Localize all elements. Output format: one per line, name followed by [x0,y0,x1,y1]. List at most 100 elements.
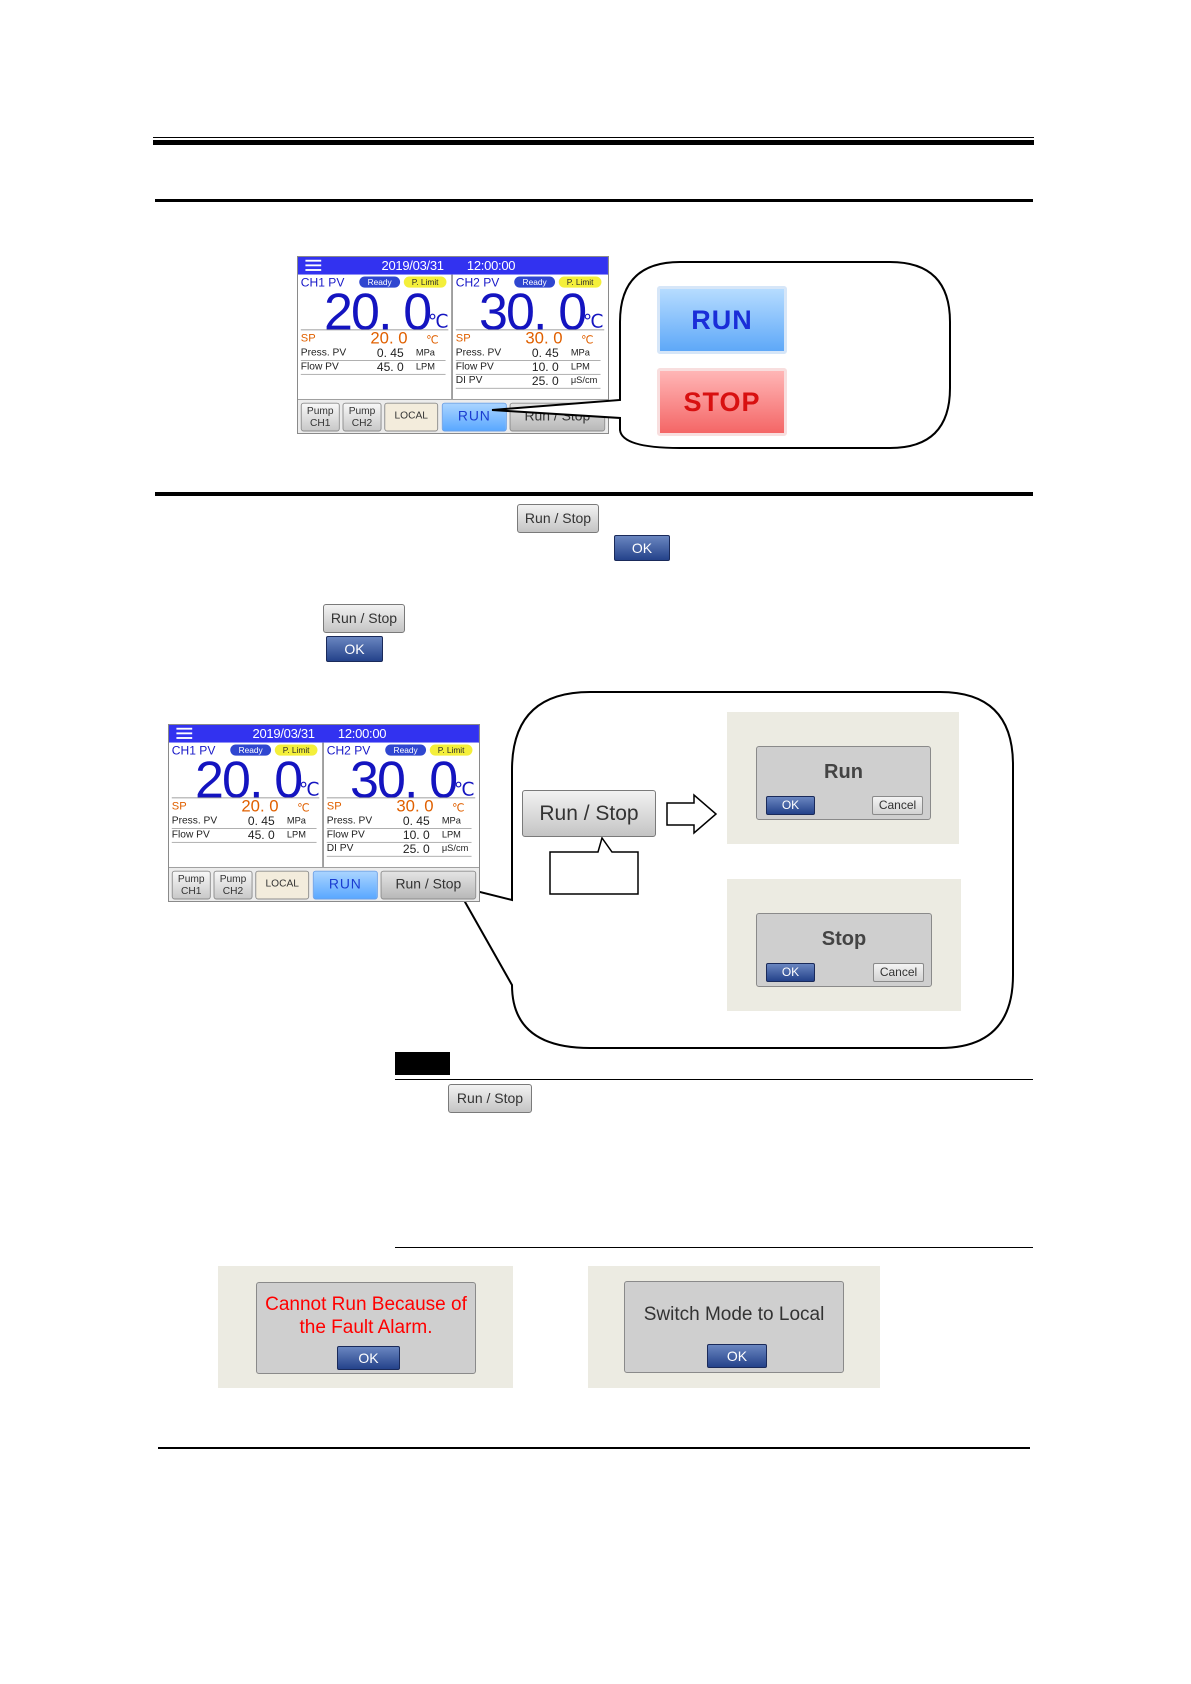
pump-ch2-button[interactable]: Pump CH2 [213,870,253,900]
ch1-panel: CH1 PV Ready P. Limit 20. 0 ℃ SP 20. 0 ℃… [169,742,324,867]
menu-icon[interactable] [305,259,322,272]
stop-dialog-backdrop: Stop OK Cancel [727,879,961,1011]
ch1-ready-badge: Ready [230,744,272,756]
run-stop-large-button[interactable]: Run / Stop [522,790,656,837]
ch2-row-press: Press. PV 0. 45 MPa [455,346,601,361]
ch1-row-press: Press. PV 0. 45 MPa [300,346,446,361]
run-stop-button-inline-2[interactable]: Run / Stop [323,604,405,633]
ch2-label: CH2 PV [326,743,371,758]
row-value: 0. 45 [247,814,275,829]
run-stop-button[interactable]: Run / Stop [380,870,477,900]
row-key: Flow PV [326,828,365,841]
ch2-row-di: DI PV 25. 0 μS/cm [326,841,472,857]
pump-ch1-button[interactable]: Pump CH1 [300,402,340,432]
ch1-divider [171,797,320,799]
row-unit: MPa [441,815,461,827]
row-value: 25. 0 [531,373,559,388]
fault-line-2: the Fault Alarm. [299,1317,433,1338]
ch1-limit-badge: P. Limit [274,744,318,756]
speech-tag [549,836,639,895]
ch1-label: CH1 PV [300,275,345,290]
ch1-row-press: Press. PV 0. 45 MPa [171,814,317,829]
ch1-sp-unit: ℃ [297,801,310,815]
pump-ch2-button[interactable]: Pump CH2 [342,402,382,432]
section-rule-2 [155,492,1033,496]
row-value: 0. 45 [376,346,404,361]
run-button[interactable]: RUN [441,402,507,432]
note-rule-top [395,1079,1033,1080]
fault-dialog: Cannot Run Because of the Fault Alarm. O… [256,1282,476,1374]
stop-dialog-cancel-button[interactable]: Cancel [873,963,924,982]
ch1-label: CH1 PV [171,743,216,758]
run-stop-button-inline-1[interactable]: Run / Stop [517,504,599,533]
row-unit: MPa [415,347,435,359]
fault-line-1: Cannot Run Because of [265,1294,467,1315]
softkey-line: Pump [348,405,376,417]
ch2-sp-label: SP [326,799,342,813]
ch1-pv-unit: ℃ [427,311,449,333]
softkey-line: CH1 [181,885,202,897]
ch2-row-di: DI PV 25. 0 μS/cm [455,373,601,389]
screen-time: 12:00:00 [466,257,516,273]
row-key: Press. PV [300,347,347,359]
row-value: 25. 0 [402,841,430,856]
row-unit: LPM [415,361,435,373]
run-dialog-backdrop: Run OK Cancel [727,712,959,844]
row-key: Flow PV [300,360,339,373]
ch2-sp-value: 30. 0 [525,328,563,348]
menu-icon[interactable] [176,727,193,740]
ch2-panel: CH2 PV Ready P. Limit 30. 0 ℃ SP 30. 0 ℃… [452,274,608,399]
run-dialog: Run OK Cancel [756,746,931,820]
ch2-pv-unit: ℃ [453,779,475,801]
ch1-panel: CH1 PV Ready P. Limit 20. 0 ℃ SP 20. 0 ℃… [298,274,453,399]
screen-date: 2019/03/31 [252,725,316,741]
row-unit: LPM [570,361,590,373]
ch1-row-flow: Flow PV 45. 0 LPM [300,360,446,375]
run-dialog-ok-button[interactable]: OK [766,796,815,815]
stop-dialog-ok-button[interactable]: OK [766,963,815,982]
ch2-limit-badge: P. Limit [558,276,602,288]
row-key: Press. PV [171,815,218,827]
ch2-sp-unit: ℃ [452,801,465,815]
ch2-limit-badge: P. Limit [429,744,473,756]
ch2-sp-unit: ℃ [581,333,594,347]
ch1-ready-badge: Ready [359,276,401,288]
ch2-row-press: Press. PV 0. 45 MPa [326,814,472,829]
row-value: 10. 0 [531,360,559,374]
ch2-divider [455,329,605,331]
row-value: 0. 45 [531,346,559,361]
stop-large-button[interactable]: STOP [657,368,787,436]
header-rule-thick [153,140,1034,145]
ok-button-inline-1[interactable]: OK [614,535,670,561]
fault-dialog-ok-button[interactable]: OK [337,1346,400,1370]
header-rule-thin [153,137,1034,138]
local-dialog-ok-button[interactable]: OK [707,1344,767,1368]
pump-ch1-button[interactable]: Pump CH1 [171,870,211,900]
stop-dialog: Stop OK Cancel [756,913,932,987]
row-unit: LPM [286,829,306,841]
row-value: 10. 0 [402,828,430,842]
local-button[interactable]: LOCAL [384,402,439,432]
ch1-sp-value: 20. 0 [241,796,279,816]
run-button[interactable]: RUN [312,870,378,900]
dialog-title: Stop [821,928,867,950]
local-button[interactable]: LOCAL [255,870,310,900]
screen-date: 2019/03/31 [381,257,445,273]
ch2-ready-badge: Ready [514,276,556,288]
ok-button-inline-2[interactable]: OK [326,636,383,662]
ch2-ready-badge: Ready [385,744,427,756]
softkey-line: CH2 [351,417,373,429]
ch1-divider [300,329,449,331]
row-unit: μS/cm [441,843,469,854]
row-key: Press. PV [455,347,502,359]
ch1-sp-label: SP [300,331,316,345]
footer-rule [158,1447,1030,1449]
row-unit: MPa [570,347,590,359]
controller-screen-2: 2019/03/31 12:00:00 CH1 PV Ready P. Limi… [168,724,480,902]
ch2-pv-unit: ℃ [582,311,604,333]
run-stop-button-note[interactable]: Run / Stop [448,1084,532,1113]
row-key: DI PV [326,842,354,854]
row-unit: LPM [441,829,461,841]
run-large-button[interactable]: RUN [657,286,787,354]
run-dialog-cancel-button[interactable]: Cancel [872,796,923,815]
